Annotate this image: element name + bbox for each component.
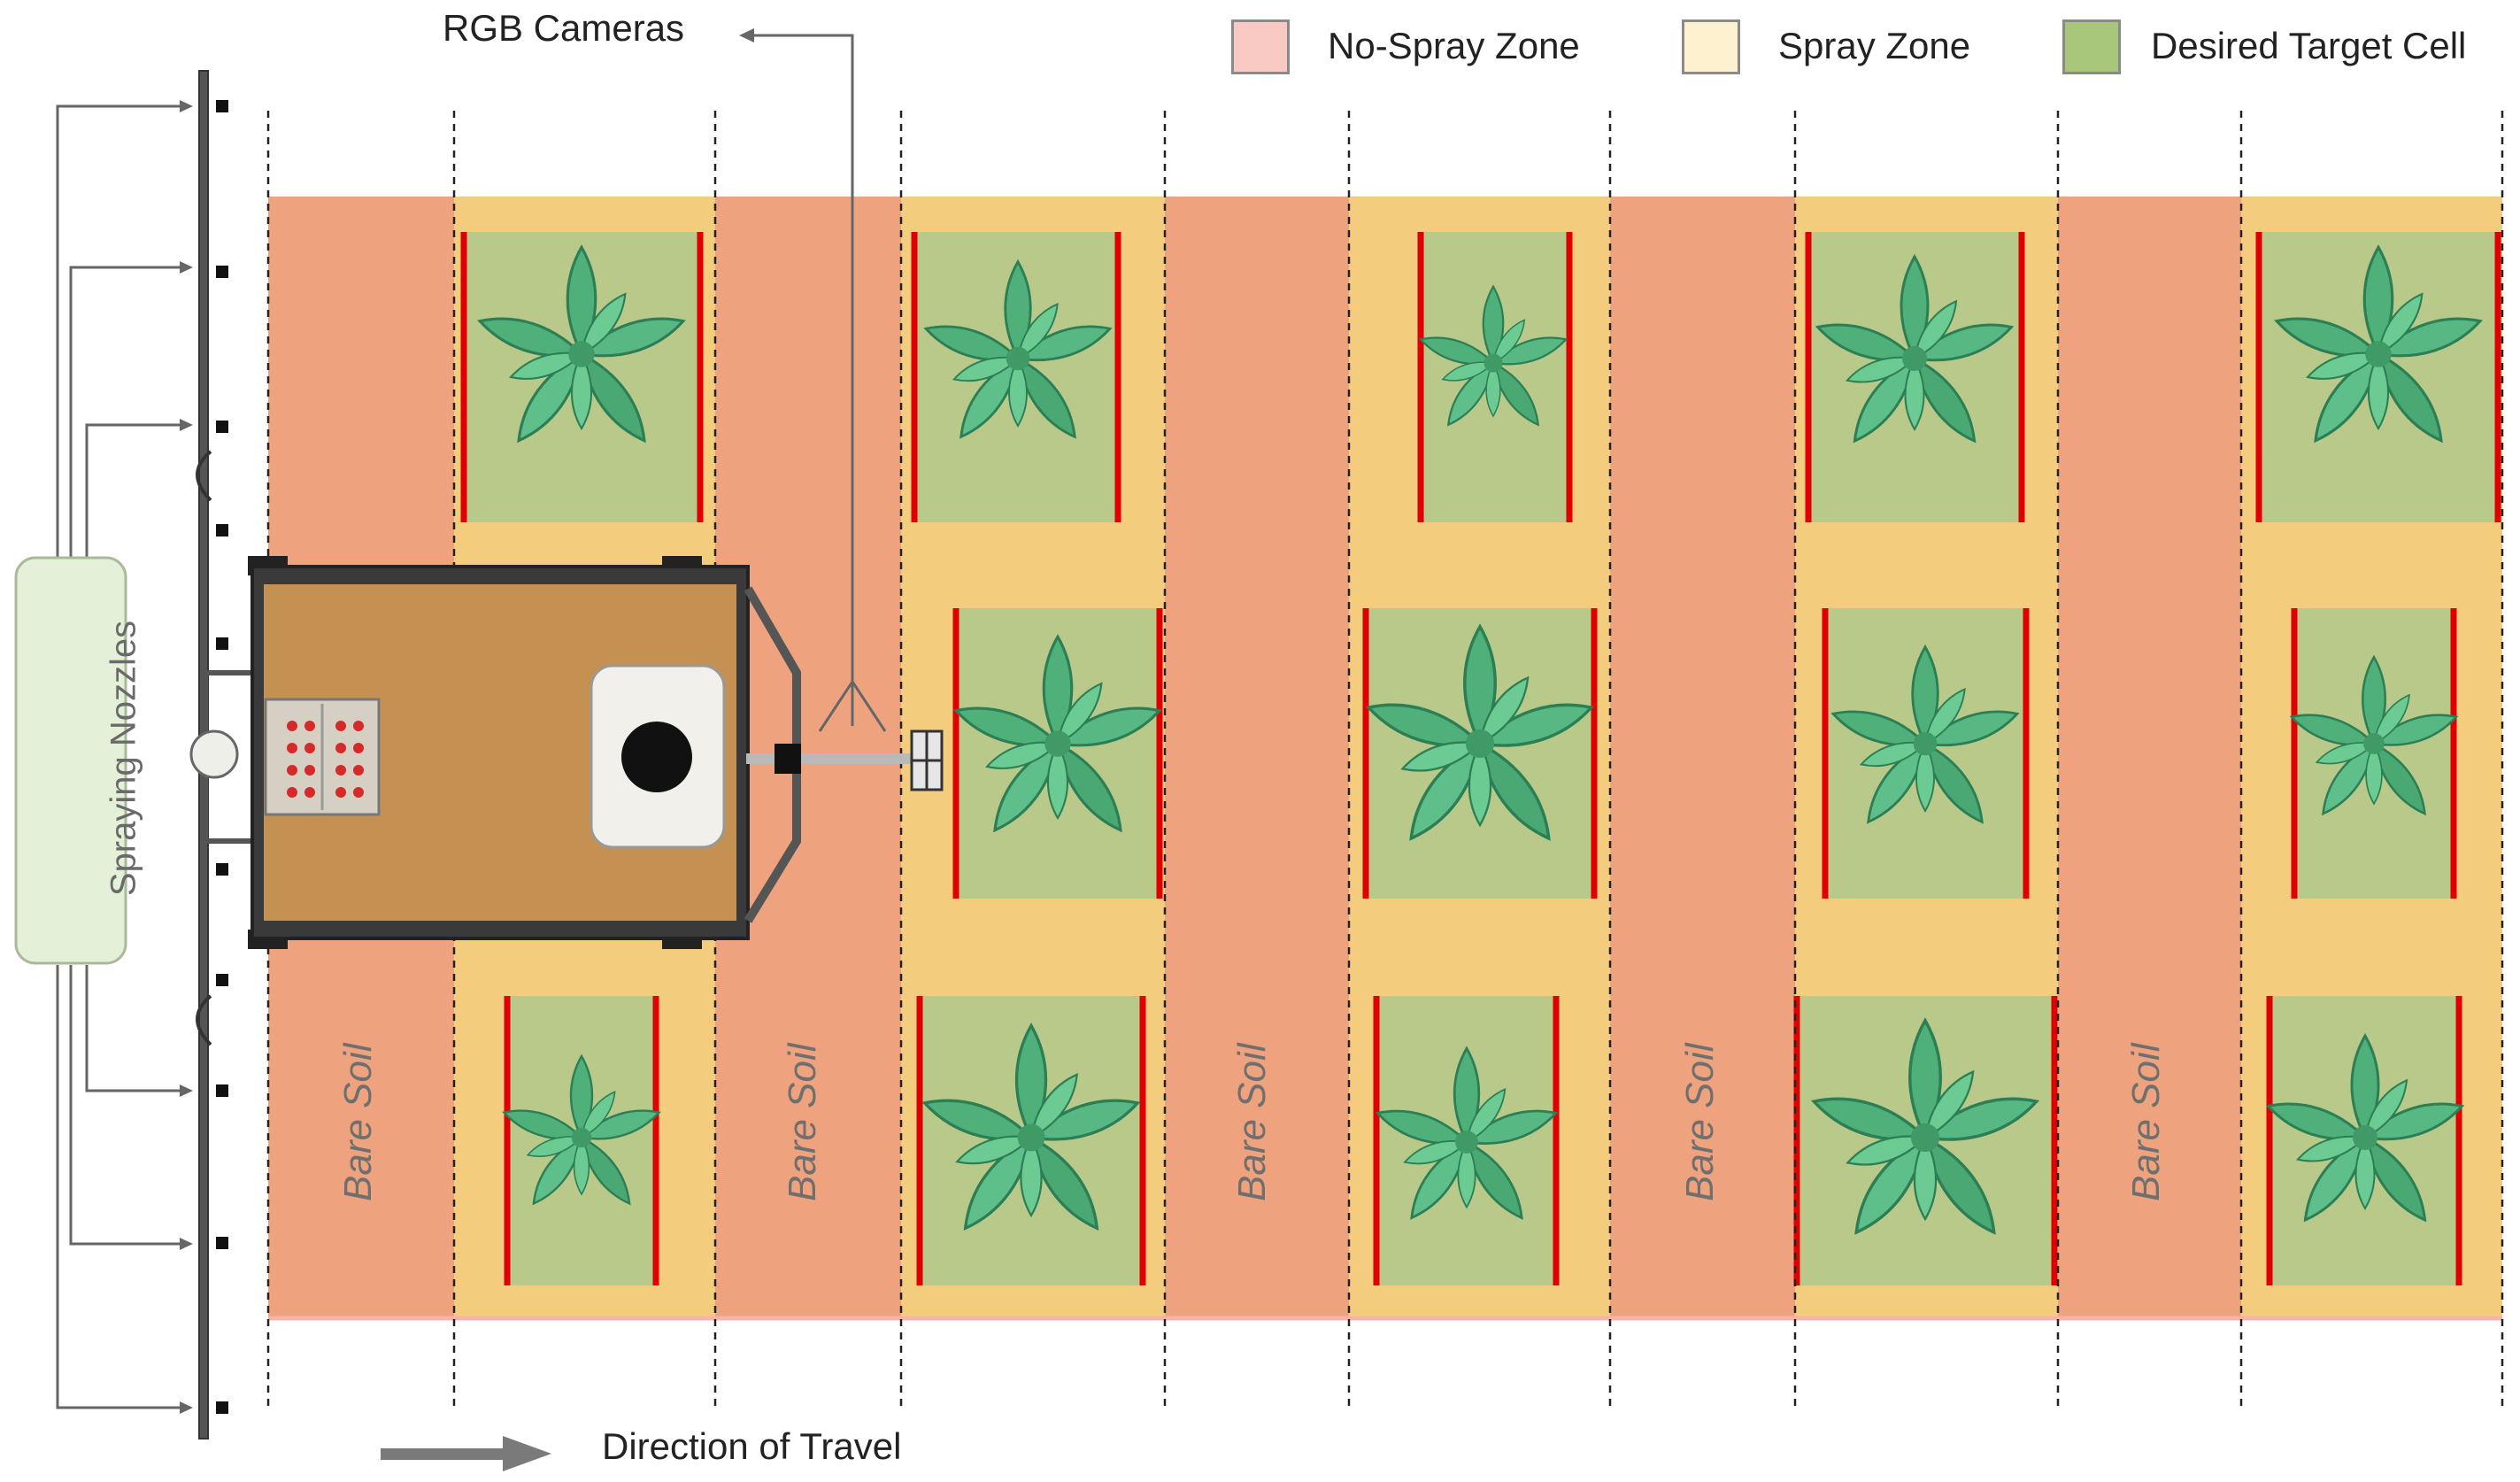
sprayer-boom-icon — [189, 70, 261, 1440]
legend-label-spray: Spray Zone — [1778, 25, 1971, 66]
bare-soil-label: Bare Soil — [1230, 1043, 1274, 1201]
legend-swatch-spray — [1682, 19, 1740, 74]
bare-soil-label: Bare Soil — [2124, 1043, 2168, 1201]
cameras-label: RGB Cameras — [443, 7, 685, 49]
bare-soil-label: Bare Soil — [781, 1043, 824, 1201]
legend-swatch-target — [2062, 19, 2121, 74]
bare-soil-label: Bare Soil — [336, 1043, 380, 1201]
direction-arrow-icon — [381, 1436, 551, 1471]
vehicle-icon — [248, 556, 913, 949]
travel-label: Direction of Travel — [602, 1425, 902, 1467]
legend-label-target: Desired Target Cell — [2151, 25, 2467, 66]
legend-label-no-spray: No-Spray Zone — [1328, 25, 1580, 66]
camera-icon — [910, 729, 944, 791]
bare-soil-label: Bare Soil — [1678, 1043, 1722, 1201]
legend-swatch-no-spray — [1231, 19, 1290, 74]
nozzles-label-box — [14, 556, 127, 965]
nozzles-label: Spraying Nozzles — [104, 620, 143, 897]
